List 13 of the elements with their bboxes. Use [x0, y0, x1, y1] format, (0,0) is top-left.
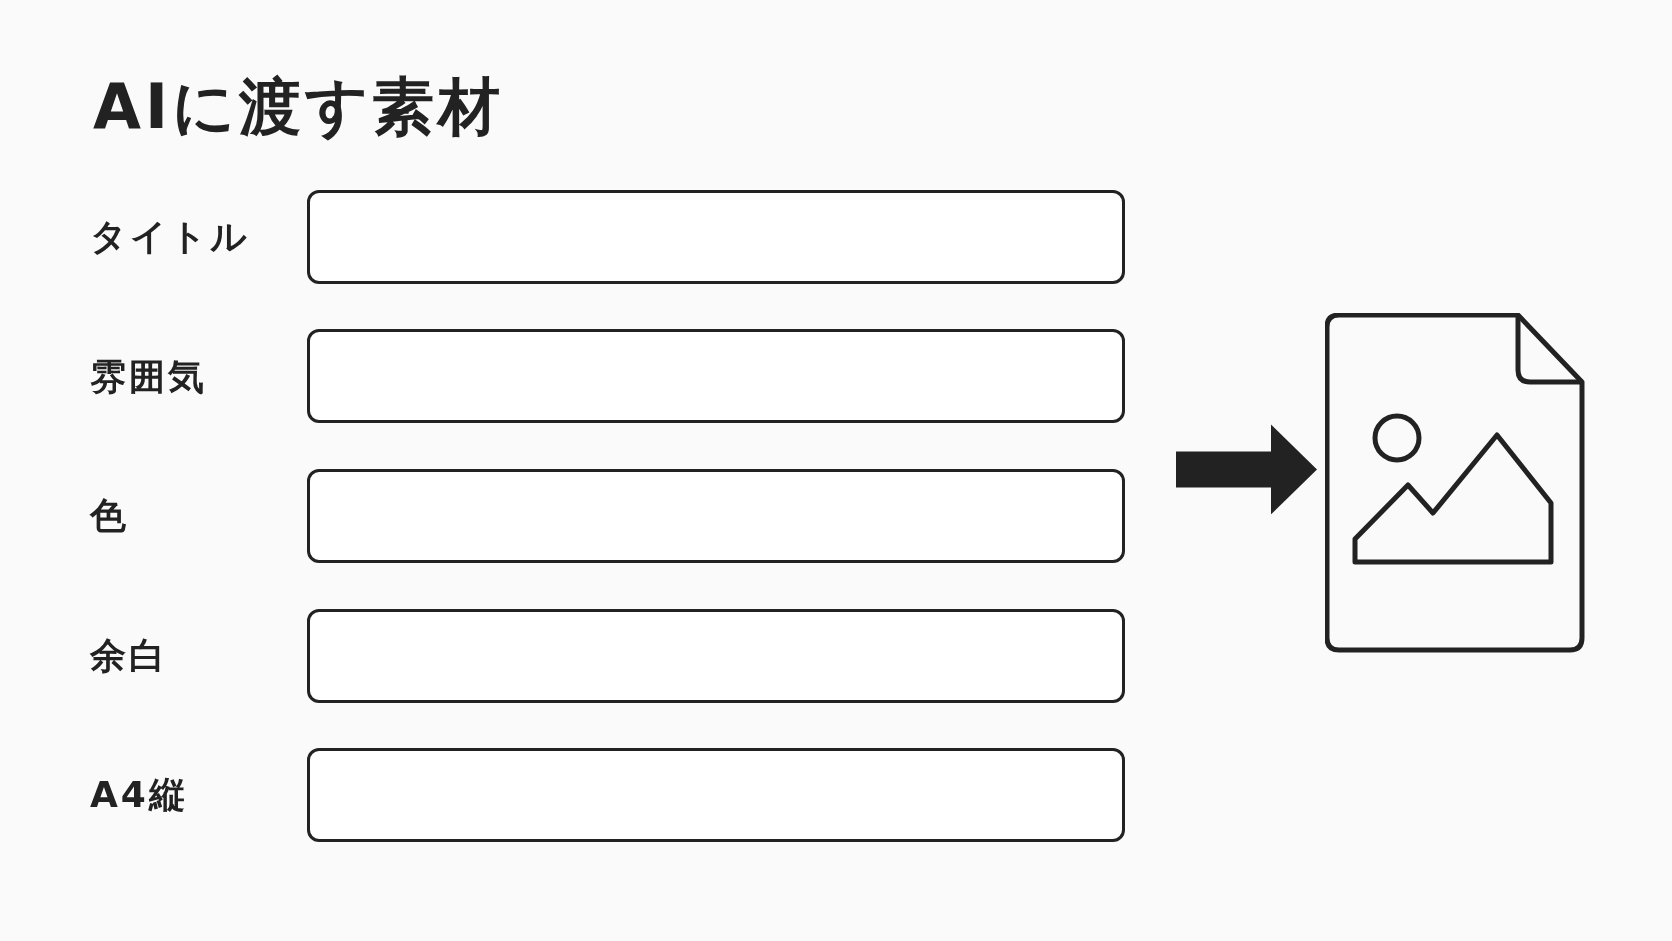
arrow — [1176, 424, 1317, 515]
field-label: 余白 — [90, 633, 168, 677]
field-label: 雰囲気 — [90, 354, 207, 398]
field-label: タイトル — [90, 215, 250, 259]
text-field — [307, 469, 1125, 563]
text-field — [307, 190, 1125, 284]
image-file-icon — [1325, 313, 1585, 653]
text-field — [307, 748, 1125, 842]
text-field — [307, 329, 1125, 423]
text-field — [307, 609, 1125, 703]
field-label: A4縦 — [90, 773, 188, 817]
title: AIに渡す素材 — [93, 70, 505, 145]
field-label: 色 — [90, 494, 129, 538]
